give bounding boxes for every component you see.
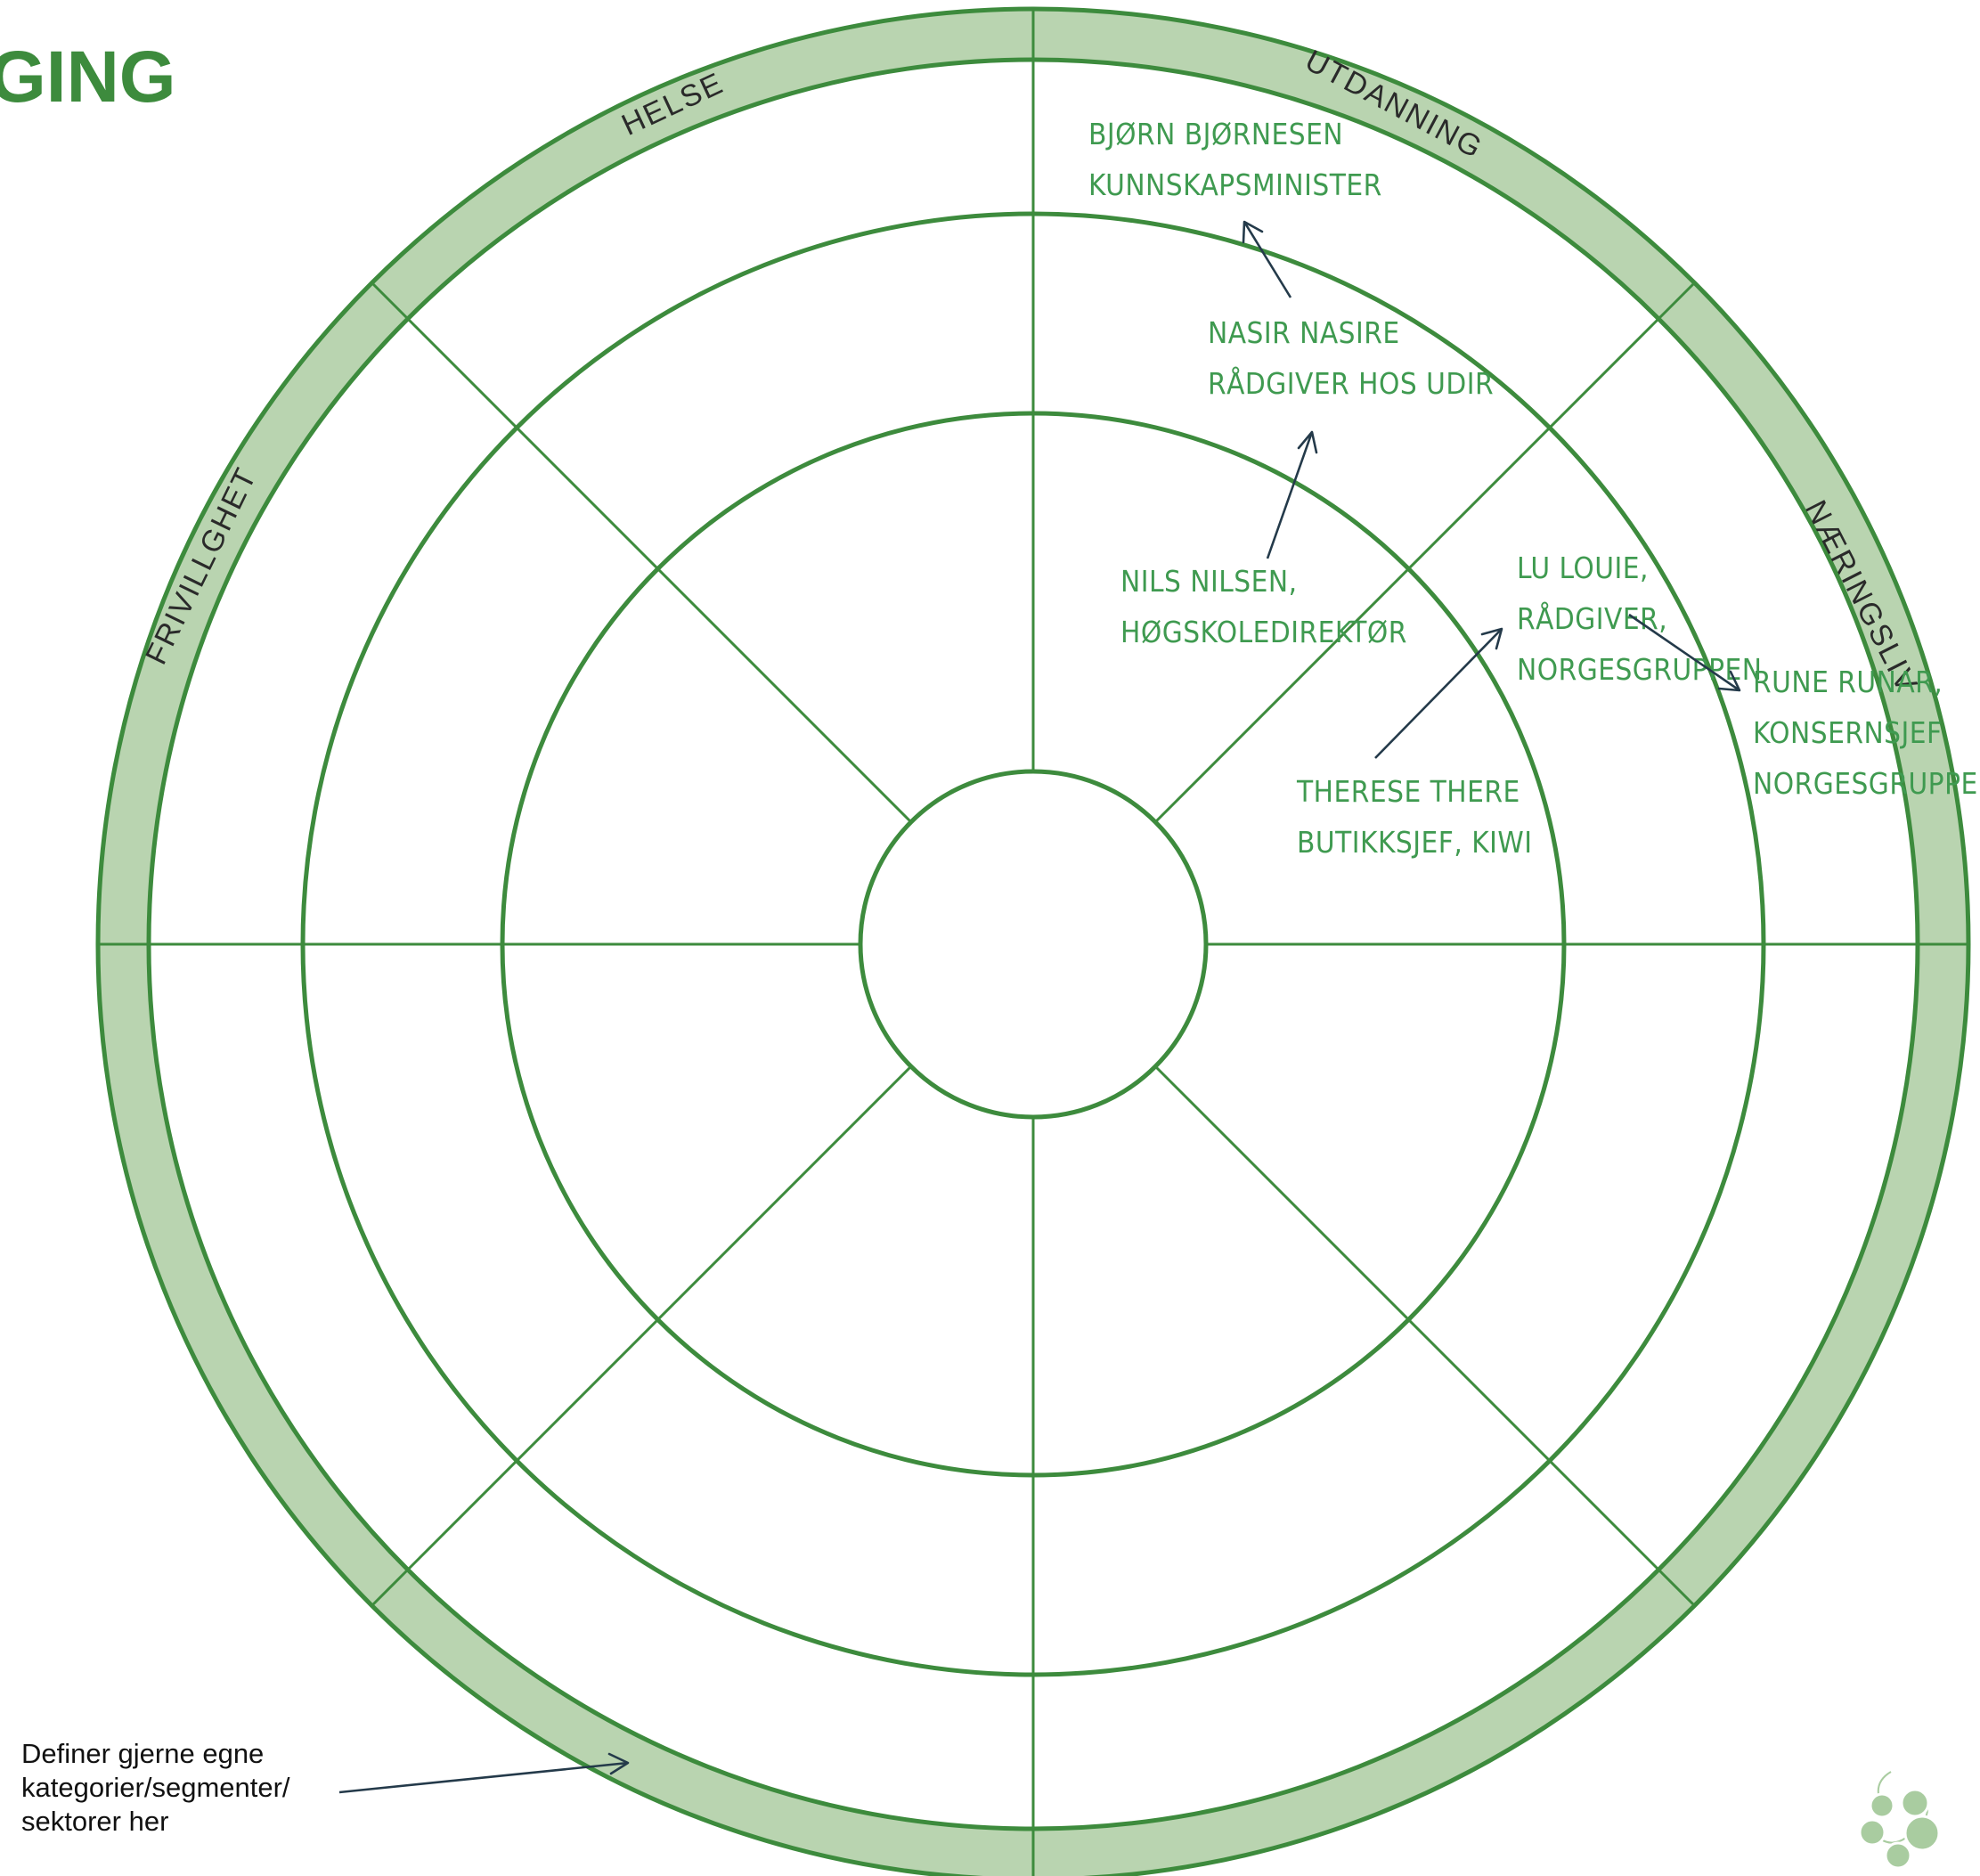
contact-bjorn: BJØRN BJØRNESEN KUNNSKAPSMINISTER: [1088, 117, 1382, 202]
contact-line: RÅDGIVER,: [1517, 600, 1667, 636]
arrow-nasir-to-bjorn: [1242, 220, 1292, 298]
logo-icon: [1858, 1771, 1941, 1870]
contact-role: KUNNSKAPSMINISTER: [1088, 167, 1382, 202]
contact-nils: NILS NILSEN, HØGSKOLEDIREKTØR: [1120, 564, 1407, 649]
spoke-se: [1153, 1064, 1660, 1571]
arrow-nils-to-nasir: [1266, 430, 1318, 559]
contact-name: BJØRN BJØRNESEN: [1088, 117, 1343, 151]
contact-line: KONSERNSJEF: [1753, 715, 1943, 750]
contact-lu: LU LOUIE, RÅDGIVER, NORGESGRUPPEN: [1517, 551, 1762, 687]
contact-role: BUTIKKSJEF, KIWI: [1297, 825, 1533, 860]
note-line: sektorer her: [21, 1806, 168, 1837]
band-dividers: [98, 9, 1968, 1876]
contact-role: HØGSKOLEDIREKTØR: [1120, 615, 1407, 649]
category-note: Definer gjerne egne kategorier/segmenter…: [21, 1738, 290, 1837]
contact-nasir: NASIR NASIRE RÅDGIVER HOS UDIR: [1208, 315, 1494, 401]
contact-name: THERESE THERE: [1296, 774, 1520, 809]
contact-line: NORGESGRUPPEN: [1517, 652, 1762, 687]
spoke-nw: [406, 317, 913, 824]
arrow-therese-to-lu: [1374, 627, 1503, 759]
center-circle: [858, 769, 1209, 1120]
contact-rune: RUNE RUNAR, KONSERNSJEF NORGESGRUPPEN: [1753, 665, 1980, 801]
contact-line: NORGESGRUPPEN: [1753, 766, 1980, 801]
spoke-ne: [1153, 317, 1660, 824]
arrow-note-to-band: [338, 1752, 630, 1794]
contact-name: NASIR NASIRE: [1208, 315, 1400, 350]
spokes: [149, 60, 1918, 1829]
contact-name: NILS NILSEN,: [1120, 564, 1298, 599]
contact-therese: THERESE THERE BUTIKKSJEF, KIWI: [1296, 774, 1533, 860]
contact-role: RÅDGIVER HOS UDIR: [1208, 365, 1494, 401]
note-line: Definer gjerne egne: [21, 1738, 264, 1769]
arrow-lu-to-rune: [1628, 613, 1741, 692]
contact-line: RUNE RUNAR,: [1753, 665, 1943, 699]
spoke-sw: [406, 1064, 913, 1571]
page-title: GING: [0, 37, 176, 118]
note-line: kategorier/segmenter/: [21, 1772, 290, 1803]
contact-line: LU LOUIE,: [1517, 551, 1649, 585]
